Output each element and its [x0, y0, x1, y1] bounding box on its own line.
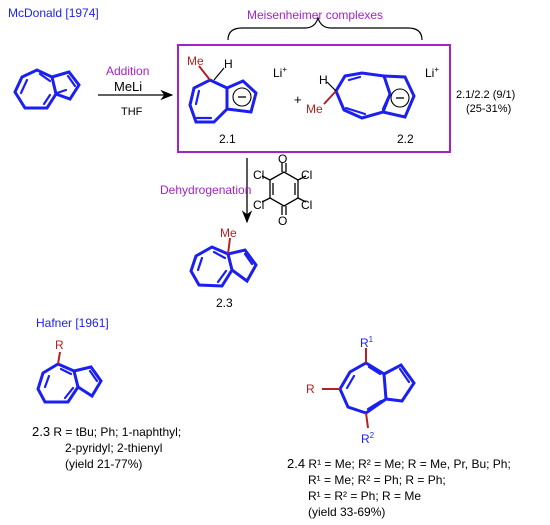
anion-circle-21 [232, 87, 252, 107]
oxygen-label-1: O [278, 152, 288, 166]
compound-24-line-3: R¹ = R² = Ph; R = Me [308, 489, 422, 503]
h-bond-21 [213, 67, 225, 81]
group-label: Meisenheimer complexes [247, 8, 384, 22]
hafner-yield: (yield 21-77%) [65, 457, 143, 471]
step1-reagent: MeLi [114, 79, 143, 94]
source-citation-1: McDonald [1974] [8, 6, 99, 20]
product-ratio: 2.1/2.2 (9/1) [456, 89, 516, 101]
lithium-label-21: Li+ [273, 65, 288, 80]
hydrogen-label-22: H [319, 73, 328, 87]
hydrogen-label-21: H [224, 57, 233, 71]
step2-label: Dehydrogenation [160, 183, 252, 197]
r2-bond-24 [365, 412, 369, 429]
complex-21-structure [188, 78, 258, 124]
methyl-label-22: Me [306, 102, 323, 116]
hafner-line-1: 2.3 R = tBu; Ph; 1-naphthyl; [32, 424, 182, 440]
source-citation-2: Hafner [1961] [36, 316, 109, 330]
complex-22-structure [334, 71, 416, 120]
methyl-label-21: Me [187, 54, 204, 68]
methyl-bond-21 [198, 65, 211, 81]
chloranil-structure [261, 163, 307, 215]
hafner-r-label: R [55, 338, 64, 352]
compound-24-yield: (yield 33-69%) [308, 505, 386, 519]
compound-number-21: 2.1 [219, 132, 236, 146]
methyl-bond-23 [227, 237, 231, 255]
chlorine-label-1: Cl [253, 168, 265, 182]
lithium-label-22: Li+ [425, 65, 440, 80]
hafner-structure [36, 362, 103, 404]
hafner-line-2: 2-pyridyl; 2-thienyl [65, 441, 163, 455]
compound-24-r1-label: R1 [360, 335, 374, 350]
meisenheimer-box [177, 44, 451, 153]
compound-24-line-1: 2.4 R¹ = Me; R² = Me; R = Me, Pr, Bu; Ph… [287, 456, 511, 472]
compound-number-23: 2.3 [216, 296, 233, 310]
plus-sign: + [294, 92, 302, 107]
group-brace [227, 15, 423, 41]
h-bond-22 [326, 81, 337, 92]
methyl-bond-22 [323, 90, 337, 105]
product-23-structure [189, 245, 258, 288]
compound-number-22: 2.2 [397, 132, 414, 146]
r-bond-hafner [57, 351, 61, 365]
step1-solvent: THF [121, 106, 143, 118]
compound-24-structure [338, 361, 416, 415]
compound-24-line-2: R¹ = Me; R² = Ph; R = Ph; [308, 473, 446, 487]
azulene-structure [13, 68, 81, 110]
chlorine-label-2: Cl [301, 168, 313, 182]
step1-label: Addition [106, 64, 150, 78]
oxygen-label-2: O [278, 214, 288, 228]
methyl-label-23: Me [220, 226, 237, 240]
product-yield: (25-31%) [466, 103, 512, 115]
compound-24-r2-label: R2 [361, 431, 375, 446]
chlorine-label-3: Cl [253, 198, 265, 212]
chlorine-label-4: Cl [301, 198, 313, 212]
anion-circle-22 [390, 88, 410, 108]
compound-24-r-label: R [306, 382, 315, 396]
